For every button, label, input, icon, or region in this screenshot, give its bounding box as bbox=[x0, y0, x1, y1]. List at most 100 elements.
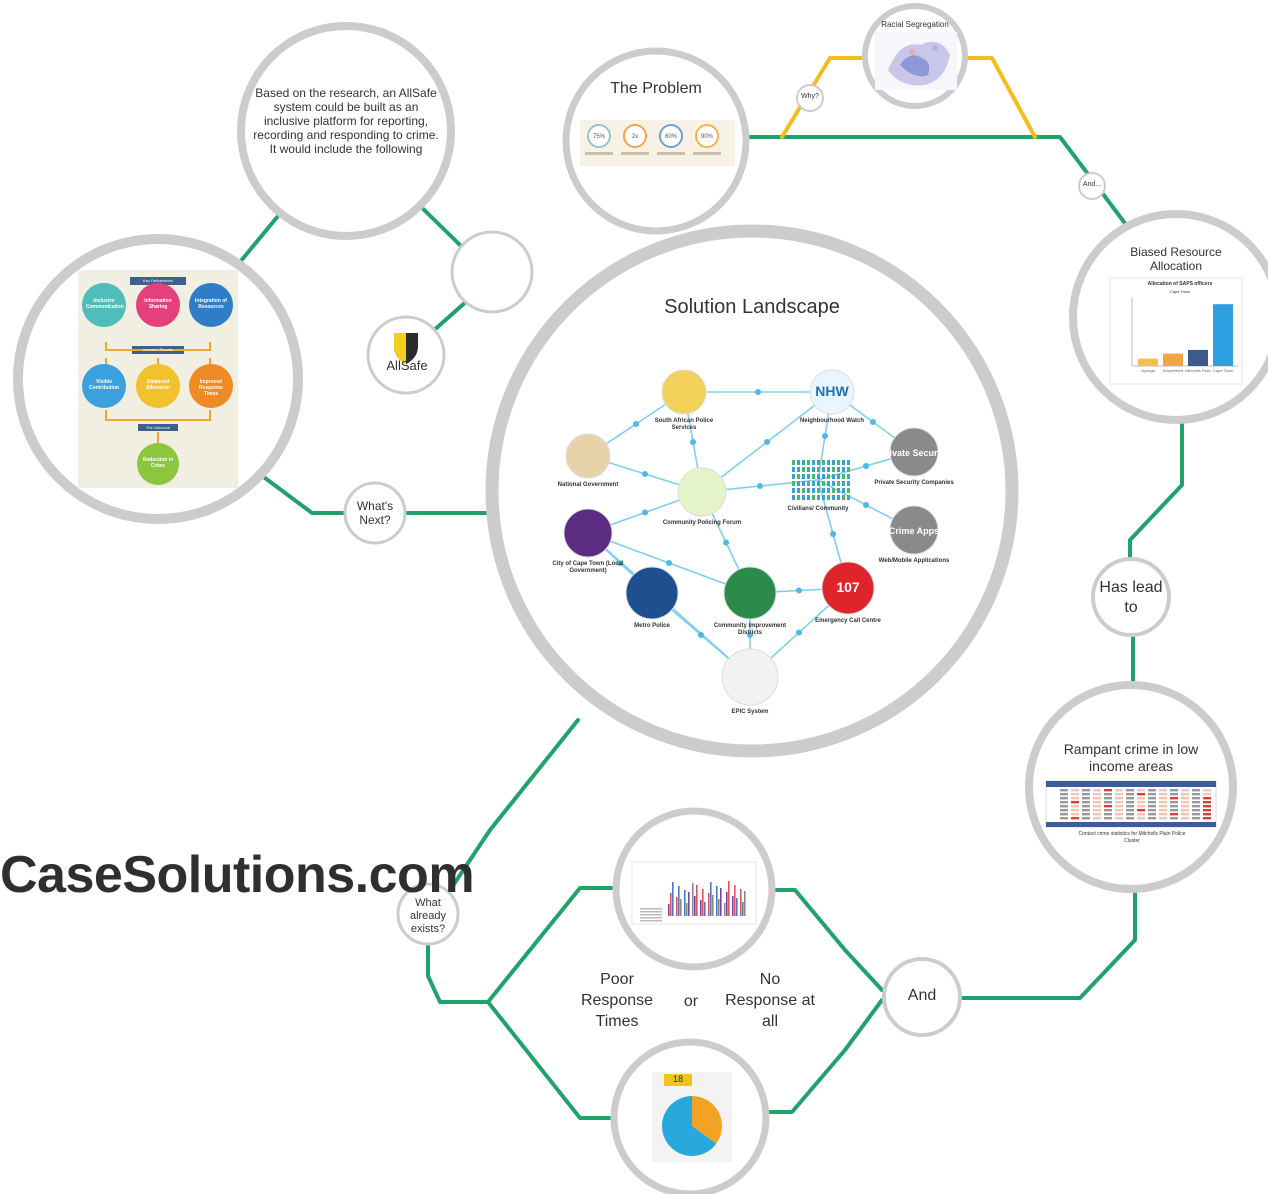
crime-table-cell bbox=[1104, 805, 1112, 808]
no-response-label: No Response at all bbox=[725, 971, 815, 1030]
allocation-tick-label: Mitchells Plain bbox=[1185, 368, 1211, 373]
trend-bar bbox=[736, 898, 738, 916]
pie-slice-other bbox=[692, 1096, 722, 1144]
crime-table-cell bbox=[1104, 789, 1112, 792]
problem-stat-ring bbox=[587, 124, 611, 148]
civilian-figure bbox=[817, 481, 820, 486]
crime-table-cell bbox=[1060, 817, 1068, 820]
landscape-entity-label: Community Policing Forum bbox=[662, 520, 742, 526]
crime-table-cell bbox=[1126, 797, 1134, 800]
crime-table-cell bbox=[1104, 813, 1112, 816]
landscape-entity-label: Community Improvement Districts bbox=[713, 623, 787, 636]
landscape-entity-label: Private Security Companies bbox=[874, 480, 954, 486]
crime-table-cell bbox=[1104, 793, 1112, 796]
civilian-figure bbox=[822, 481, 825, 486]
crime-table-cell bbox=[1148, 789, 1156, 792]
crime-table-cell bbox=[1126, 813, 1134, 816]
civilian-figure bbox=[822, 488, 825, 493]
landscape-circle bbox=[485, 224, 1019, 758]
crime-table-cell bbox=[1115, 805, 1123, 808]
crime-table-cell bbox=[1082, 813, 1090, 816]
flowchart-outcome: The Outcome bbox=[145, 425, 171, 430]
crime-table-cell bbox=[1082, 817, 1090, 820]
crime-table-cell bbox=[1060, 797, 1068, 800]
crime-table-cell bbox=[1082, 809, 1090, 812]
civilian-figure bbox=[792, 460, 795, 465]
haslead-label[interactable]: Has lead to bbox=[1099, 579, 1163, 616]
biased-chart-subtitle: Cape Town bbox=[1170, 289, 1190, 294]
crime-table-cell bbox=[1192, 805, 1200, 808]
landscape-entity-label: City of Cape Town (Local Government) bbox=[552, 561, 624, 574]
path-and-to-poor-bottom bbox=[766, 998, 884, 1114]
trend-bar bbox=[734, 885, 736, 916]
civilian-figure bbox=[837, 467, 840, 472]
problem-stat-value: 75% bbox=[593, 134, 606, 140]
civilian-figure bbox=[802, 460, 805, 465]
crime-table-cell bbox=[1181, 809, 1189, 812]
and-big-label[interactable]: And bbox=[907, 987, 937, 1004]
crime-table-cell bbox=[1159, 809, 1167, 812]
path-flowchart-to-based bbox=[238, 208, 285, 264]
crime-table-cell bbox=[1170, 809, 1178, 812]
based-text: Based on the research, an AllSafe system… bbox=[253, 86, 439, 156]
rampant-caption: Contact crime statistics for Mitchells P… bbox=[1078, 831, 1186, 844]
allocation-tick-label: Khayelitsha bbox=[1163, 368, 1184, 373]
trend-bar bbox=[728, 881, 730, 916]
problem-stat-ring bbox=[623, 124, 647, 148]
civilian-figure bbox=[837, 460, 840, 465]
crime-table-cell bbox=[1093, 809, 1101, 812]
crime-table-cell bbox=[1137, 813, 1145, 816]
and-small-label[interactable]: And... bbox=[1082, 181, 1102, 188]
problem-stat-value: 2x bbox=[632, 134, 638, 140]
crime-table-cell bbox=[1181, 817, 1189, 820]
biased-chart-title: Allocation of SAPS officers bbox=[1147, 281, 1213, 287]
civilian-figure bbox=[812, 474, 815, 479]
watermark: CaseSolutions.com bbox=[0, 846, 475, 904]
allocation-bar bbox=[1188, 349, 1208, 366]
allocation-tick-label: Cape Town bbox=[1213, 368, 1233, 373]
crime-table-cell bbox=[1159, 801, 1167, 804]
crime-table-cell bbox=[1203, 793, 1211, 796]
landscape-entity-label: Civilians/ Community bbox=[787, 506, 849, 512]
landscape-badge bbox=[821, 561, 875, 615]
crime-table-cell bbox=[1203, 809, 1211, 812]
why-label[interactable]: Why? bbox=[801, 93, 819, 100]
crime-table-cell bbox=[1137, 797, 1145, 800]
landscape-entity-label: Emergency Call Centre bbox=[815, 618, 881, 624]
allsafe-logo-text: AllSafe bbox=[386, 358, 428, 373]
what-exists-label[interactable]: What already exists? bbox=[409, 897, 447, 935]
trend-bar bbox=[692, 883, 694, 916]
crime-table-cell bbox=[1192, 797, 1200, 800]
landscape-entity-label: Metro Police bbox=[634, 623, 670, 629]
path-racial-branch bbox=[958, 56, 1037, 139]
fc-information bbox=[136, 283, 180, 327]
crime-table-cell bbox=[1071, 789, 1079, 792]
crime-table-cell bbox=[1126, 817, 1134, 820]
crime-table-cell bbox=[1071, 813, 1079, 816]
crime-table-cell bbox=[1137, 809, 1145, 812]
landscape-link-dot bbox=[642, 471, 648, 477]
flowchart-top: Key Deliverables bbox=[142, 278, 173, 283]
civilian-figure bbox=[807, 467, 810, 472]
crime-table-cell bbox=[1093, 817, 1101, 820]
path-problem-to-and bbox=[743, 135, 1132, 232]
civilian-figure bbox=[832, 495, 835, 500]
whats-next-label[interactable]: What's Next? bbox=[356, 499, 394, 527]
civilian-figure bbox=[807, 474, 810, 479]
crime-table-cell bbox=[1126, 793, 1134, 796]
crime-table-cell bbox=[1159, 805, 1167, 808]
crime-table-cell bbox=[1104, 809, 1112, 812]
trend-bar bbox=[744, 891, 746, 916]
crime-table-cell bbox=[1071, 817, 1079, 820]
allsafe-shield-icon bbox=[394, 333, 418, 364]
crime-table-cell bbox=[1126, 809, 1134, 812]
landscape-entity-label: Web/Mobile Applications bbox=[878, 558, 950, 564]
fc-reduction bbox=[137, 443, 179, 485]
crime-table-cell bbox=[1181, 805, 1189, 808]
crime-table-cell bbox=[1159, 813, 1167, 816]
and-big-circle bbox=[882, 957, 962, 1037]
landscape-badge bbox=[625, 566, 679, 620]
